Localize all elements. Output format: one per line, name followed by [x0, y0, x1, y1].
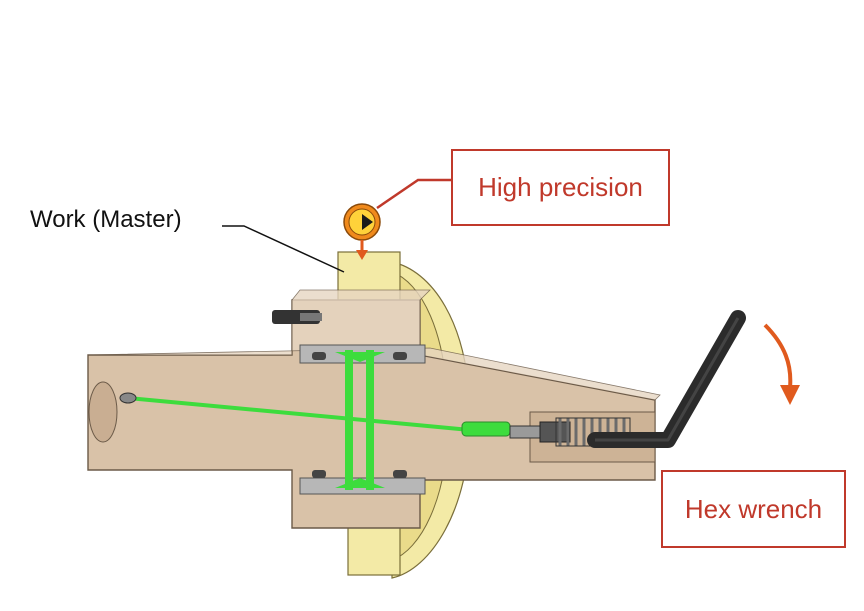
hex-wrench-icon: [587, 310, 746, 448]
rotation-arrow-icon: [763, 323, 800, 405]
high-precision-leader: [376, 178, 451, 210]
hex-wrench-callout: Hex wrench: [661, 470, 846, 548]
high-precision-callout: High precision: [451, 149, 670, 226]
work-master-label: Work (Master): [30, 206, 182, 233]
dial-gauge-icon: [343, 203, 381, 260]
high-precision-text: High precision: [478, 172, 643, 202]
work-leader: [222, 225, 345, 273]
set-screw: [272, 310, 322, 324]
oil-channels: [119, 350, 511, 490]
hex-wrench-text: Hex wrench: [684, 493, 823, 524]
